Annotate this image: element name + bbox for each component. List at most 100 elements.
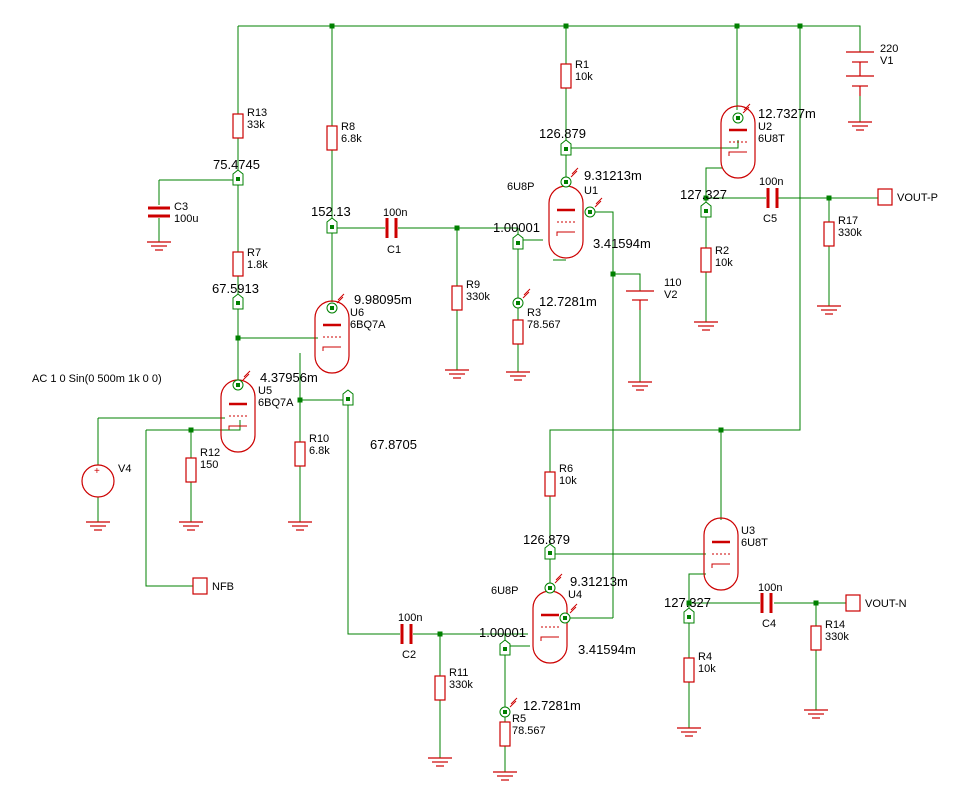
svg-text:C4: C4 xyxy=(762,618,776,630)
port-nfb: NFB xyxy=(192,577,234,595)
svg-text:78.567: 78.567 xyxy=(527,319,561,331)
svg-text:330k: 330k xyxy=(838,227,862,239)
svg-text:C3: C3 xyxy=(174,201,188,213)
svg-text:33k: 33k xyxy=(247,119,265,131)
svg-text:R17: R17 xyxy=(838,215,858,227)
port-vout-p: VOUT-P xyxy=(877,188,938,206)
svg-text:67.5913: 67.5913 xyxy=(212,281,259,296)
svg-text:R3: R3 xyxy=(527,307,541,319)
svg-text:100n: 100n xyxy=(759,176,783,188)
svg-text:126.879: 126.879 xyxy=(539,126,586,141)
svg-text:78.567: 78.567 xyxy=(512,725,546,737)
svg-text:R11: R11 xyxy=(449,667,468,679)
wires xyxy=(97,25,878,772)
svg-text:1.8k: 1.8k xyxy=(247,259,268,271)
ac-source-V4: + V4 xyxy=(81,463,131,498)
svg-text:150: 150 xyxy=(200,459,218,471)
svg-text:12.7327m: 12.7327m xyxy=(758,106,816,121)
svg-text:100n: 100n xyxy=(383,207,407,219)
svg-text:110: 110 xyxy=(664,277,682,289)
svg-text:U4: U4 xyxy=(568,589,582,601)
svg-text:12.7281m: 12.7281m xyxy=(539,294,597,309)
svg-text:C5: C5 xyxy=(763,213,777,225)
svg-text:R6: R6 xyxy=(559,463,573,475)
svg-text:U3: U3 xyxy=(741,525,755,537)
dc-source-V1: 220 V1 xyxy=(846,43,898,96)
svg-text:100u: 100u xyxy=(174,213,198,225)
svg-text:+: + xyxy=(94,466,100,477)
svg-text:126.879: 126.879 xyxy=(523,532,570,547)
svg-text:U6: U6 xyxy=(350,307,364,319)
svg-text:6BQ7A: 6BQ7A xyxy=(350,319,386,331)
port-vout-n: VOUT-N xyxy=(845,594,907,612)
svg-text:3.41594m: 3.41594m xyxy=(593,236,651,251)
svg-text:VOUT-P: VOUT-P xyxy=(897,192,938,204)
svg-text:1.00001: 1.00001 xyxy=(493,220,540,235)
svg-text:V4: V4 xyxy=(118,463,131,475)
svg-text:R13: R13 xyxy=(247,107,267,119)
svg-text:12.7281m: 12.7281m xyxy=(523,698,581,713)
svg-text:1.00001: 1.00001 xyxy=(479,625,526,640)
svg-text:R1: R1 xyxy=(575,59,589,71)
svg-text:U5: U5 xyxy=(258,385,272,397)
svg-text:100n: 100n xyxy=(758,582,782,594)
svg-text:330k: 330k xyxy=(825,631,849,643)
svg-text:C1: C1 xyxy=(387,244,401,256)
svg-text:220: 220 xyxy=(880,43,898,55)
svg-text:R4: R4 xyxy=(698,651,712,663)
triode-U1: U1 6U8P xyxy=(507,181,598,260)
svg-text:6U8P: 6U8P xyxy=(491,585,519,597)
svg-text:10k: 10k xyxy=(698,663,716,675)
svg-text:3.41594m: 3.41594m xyxy=(578,642,636,657)
svg-text:100n: 100n xyxy=(398,612,422,624)
svg-text:10k: 10k xyxy=(715,257,733,269)
svg-text:U2: U2 xyxy=(758,121,772,133)
svg-text:9.98095m: 9.98095m xyxy=(354,292,412,307)
svg-text:10k: 10k xyxy=(575,71,593,83)
svg-text:6.8k: 6.8k xyxy=(309,445,330,457)
svg-text:75.4745: 75.4745 xyxy=(213,157,260,172)
svg-text:U1: U1 xyxy=(584,185,598,197)
svg-text:6U8T: 6U8T xyxy=(758,133,785,145)
svg-text:R14: R14 xyxy=(825,619,845,631)
dc-source-V2: 110 V2 xyxy=(626,277,682,310)
svg-text:9.31213m: 9.31213m xyxy=(570,574,628,589)
svg-text:V2: V2 xyxy=(664,289,677,301)
probe-values: 75.4745 67.5913 152.13 9.98095m 4.37956m… xyxy=(212,106,816,713)
svg-text:R2: R2 xyxy=(715,245,729,257)
triode-U4: U4 6U8P xyxy=(491,585,582,665)
resistor-R7: R71.8k xyxy=(232,247,268,277)
svg-text:127.327: 127.327 xyxy=(680,187,727,202)
svg-text:C2: C2 xyxy=(402,649,416,661)
svg-text:330k: 330k xyxy=(466,291,490,303)
svg-text:10k: 10k xyxy=(559,475,577,487)
resistor-R8: R86.8k xyxy=(326,121,362,151)
svg-text:R12: R12 xyxy=(200,447,220,459)
svg-text:R9: R9 xyxy=(466,279,480,291)
source-spec: AC 1 0 Sin(0 500m 1k 0 0) xyxy=(32,373,162,385)
svg-text:4.37956m: 4.37956m xyxy=(260,370,318,385)
svg-text:R10: R10 xyxy=(309,433,329,445)
svg-text:6U8P: 6U8P xyxy=(507,181,535,193)
